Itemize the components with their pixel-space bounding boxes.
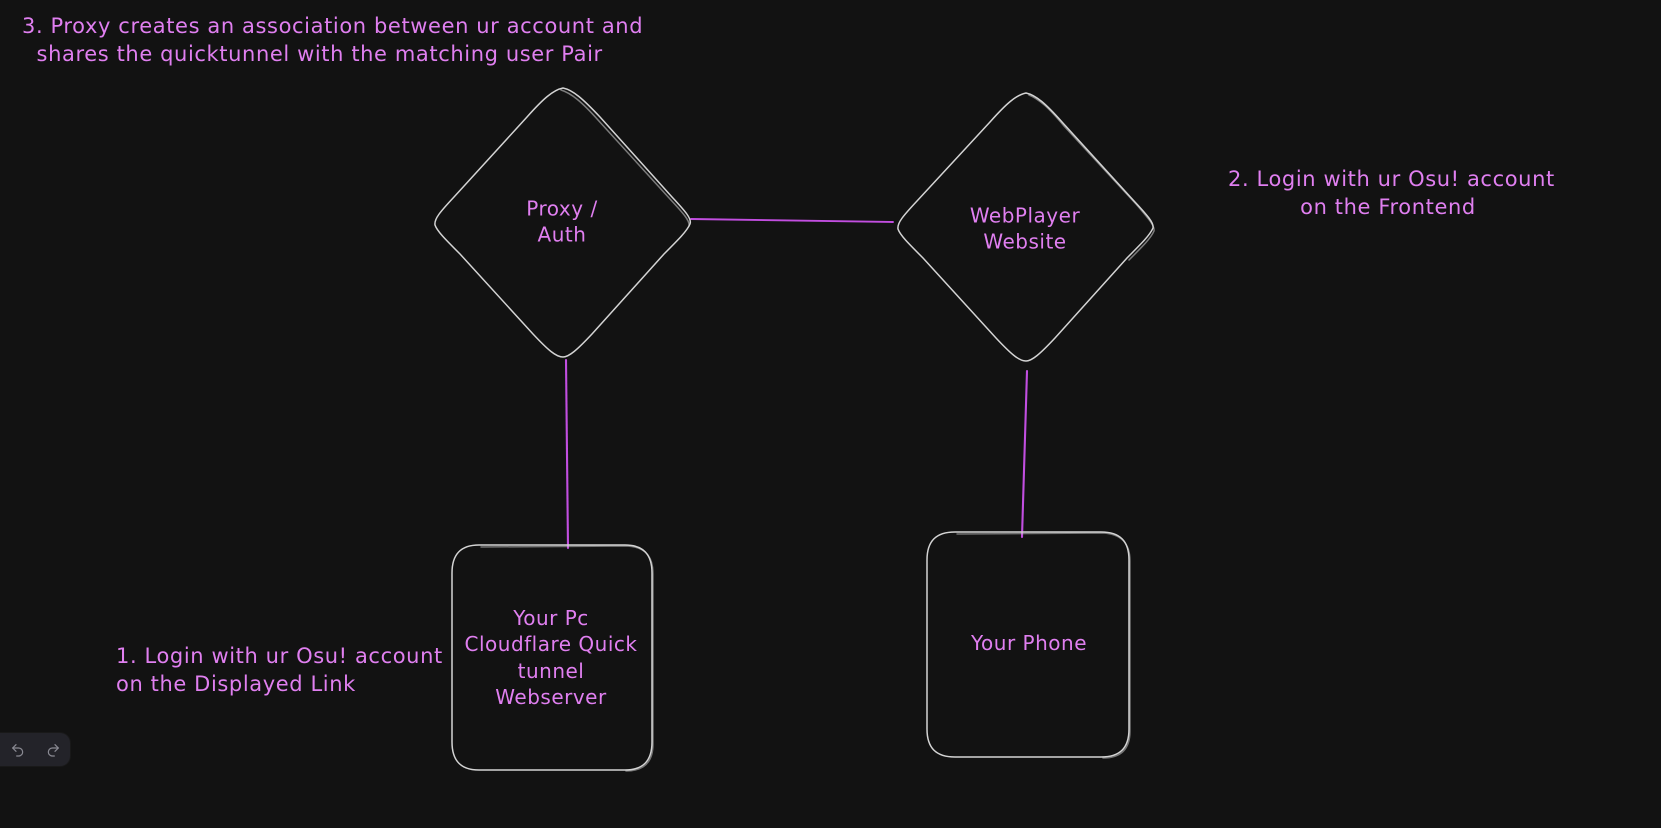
node-label-proxy-auth: Proxy / Auth (526, 196, 598, 247)
note-step-1: 1. Login with ur Osu! account on the Dis… (116, 644, 443, 696)
note-step-2: 2. Login with ur Osu! account on the Fro… (1228, 167, 1555, 219)
note-step-3: 3. Proxy creates an association between … (22, 14, 644, 66)
node-label-webplayer-website: WebPlayer Website (969, 203, 1081, 254)
undo-icon (11, 743, 23, 757)
node-label-your-phone: Your Phone (970, 630, 1088, 655)
redo-button[interactable] (40, 737, 66, 763)
connector-proxy-to-webplayer (690, 218, 894, 223)
history-toolbar (0, 733, 70, 766)
redo-icon (47, 743, 59, 757)
undo-button[interactable] (5, 737, 31, 763)
connector-webplayer-to-phone (1020, 369, 1029, 539)
connector-proxy-to-pc (564, 358, 570, 550)
node-label-your-pc: Your Pc Cloudflare Quick tunnel Webserve… (464, 606, 638, 710)
